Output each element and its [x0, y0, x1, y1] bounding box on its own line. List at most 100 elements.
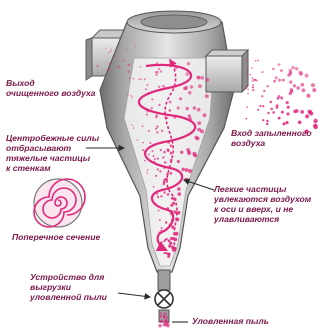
dust-particle	[158, 68, 160, 70]
dust-particle	[245, 87, 247, 89]
dust-particle	[273, 80, 276, 83]
dust-particle	[128, 70, 131, 73]
dust-particle	[186, 72, 189, 75]
dust-particle	[170, 204, 173, 207]
dust-particle	[203, 113, 207, 117]
dust-particle	[160, 230, 162, 232]
dust-particle	[133, 78, 135, 80]
dust-particle	[272, 68, 275, 71]
dust-particle	[147, 169, 149, 171]
dust-particle	[133, 127, 134, 128]
dust-particle	[147, 111, 149, 113]
dust-particle	[246, 118, 248, 120]
dust-particle	[148, 154, 150, 156]
dust-particle	[299, 72, 303, 76]
valve-x-icon	[155, 290, 173, 308]
spiral-vortex-icon	[34, 179, 85, 227]
dust-particle	[252, 84, 254, 86]
dust-particle	[289, 80, 292, 83]
dust-particle	[205, 94, 209, 98]
dust-particle	[283, 122, 286, 125]
dust-particle	[197, 76, 201, 80]
dust-particle	[146, 114, 148, 116]
dust-particle	[166, 117, 169, 120]
dust-particle	[177, 211, 181, 215]
dust-particle	[300, 110, 304, 114]
dust-particle	[170, 159, 173, 162]
dust-particle	[148, 130, 150, 132]
dust-particle	[262, 105, 264, 107]
dust-particle	[290, 90, 293, 93]
dust-particle	[280, 97, 283, 100]
dust-particle	[278, 63, 281, 66]
dust-particle	[181, 168, 185, 172]
cross-section-label: Поперечное сечение	[12, 232, 100, 242]
collected-dust-label: Уловленная пыль	[192, 316, 269, 326]
dust-particle	[166, 317, 168, 319]
dust-particle	[247, 77, 249, 79]
dust-particle	[298, 121, 302, 125]
dust-particle	[156, 131, 158, 133]
dust-particle	[161, 130, 163, 132]
dust-particle	[278, 117, 281, 120]
dust-particle	[285, 121, 288, 124]
dust-particle	[155, 128, 157, 130]
dust-particle	[249, 74, 251, 76]
dust-particle	[247, 93, 249, 95]
dust-particle	[194, 136, 198, 140]
dust-particle	[257, 109, 259, 111]
dust-particle	[188, 169, 192, 173]
dust-particle	[252, 89, 254, 91]
dust-particle	[177, 160, 180, 163]
dust-particle	[289, 69, 292, 72]
dust-particle	[144, 78, 146, 80]
dust-particle	[247, 69, 249, 71]
inlet-duct	[206, 50, 248, 92]
dust-particle	[144, 160, 146, 162]
dust-particle	[177, 107, 180, 110]
dust-particle	[156, 62, 158, 64]
dust-particle	[197, 121, 201, 125]
dust-particle	[165, 314, 167, 316]
dust-particle	[291, 66, 294, 69]
dust-particle	[282, 79, 285, 82]
dust-particle	[164, 313, 166, 315]
centrifugal-label: Центробежные силы отбрасывают тяжелые ча…	[6, 133, 99, 173]
dust-particle	[147, 84, 149, 86]
dust-particle	[169, 101, 172, 104]
dust-particle	[154, 193, 156, 195]
dust-particle	[129, 78, 130, 79]
dust-particle	[162, 156, 164, 158]
dust-particle	[270, 108, 273, 111]
dust-particle	[155, 116, 157, 118]
dust-particle	[187, 150, 191, 154]
dust-particle	[144, 151, 146, 153]
dust-particle	[173, 198, 176, 201]
dust-particle	[257, 60, 259, 62]
dust-particle	[147, 172, 148, 173]
dust-particle	[300, 83, 304, 87]
dust-particle	[247, 88, 249, 90]
dust-particle	[165, 252, 167, 254]
dust-particle	[163, 183, 165, 185]
dust-particle	[175, 66, 178, 69]
dust-particle	[164, 321, 167, 324]
dust-particle	[168, 239, 171, 242]
dust-particle	[114, 55, 116, 57]
dust-particle	[157, 168, 159, 170]
dust-particle	[278, 79, 281, 82]
dust-particle	[164, 161, 167, 164]
dust-particle	[166, 178, 169, 181]
dust-particle	[200, 76, 204, 80]
dust-particle	[156, 126, 158, 128]
dust-particle	[180, 151, 183, 154]
dust-particle	[143, 149, 145, 151]
dust-particle	[156, 193, 158, 195]
dust-particle	[200, 129, 204, 133]
dust-particle	[140, 78, 142, 80]
dust-particle	[305, 114, 309, 118]
dust-particle	[151, 107, 153, 109]
dust-particle	[272, 111, 275, 114]
dust-particle	[169, 242, 172, 245]
dust-particle	[245, 85, 247, 87]
